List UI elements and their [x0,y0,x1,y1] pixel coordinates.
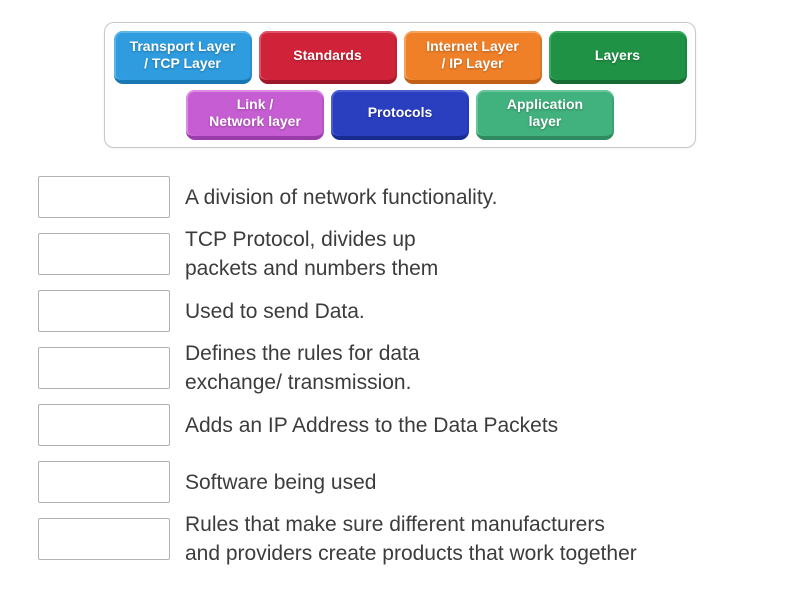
answer-dropzone[interactable] [38,404,170,446]
answer-dropzone[interactable] [38,176,170,218]
definition-text: Adds an IP Address to the Data Packets [185,413,559,437]
tile-link-network-layer[interactable]: Link / Network layer [186,89,324,140]
definition-text: Used to send Data. [185,299,365,323]
word-bank-tray: Transport Layer / TCP Layer Standards In… [104,22,696,148]
tile-standards[interactable]: Standards [258,30,397,84]
match-row: Software being used [38,461,637,503]
match-row: A division of network functionality. [38,176,637,218]
answer-dropzone[interactable] [38,290,170,332]
answer-dropzone[interactable] [38,461,170,503]
word-bank-row-1: Transport Layer / TCP Layer Standards In… [113,30,687,84]
match-row: Rules that make sure different manufactu… [38,513,637,565]
definition-text: Defines the rules for data exchange/ tra… [185,342,420,394]
answer-dropzone[interactable] [38,233,170,275]
answer-dropzone[interactable] [38,518,170,560]
match-row: Defines the rules for data exchange/ tra… [38,342,637,394]
match-row: Adds an IP Address to the Data Packets [38,404,637,446]
match-list: A division of network functionality. TCP… [38,176,637,565]
match-row: Used to send Data. [38,290,637,332]
tile-internet-ip-layer[interactable]: Internet Layer / IP Layer [403,30,542,84]
definition-text: A division of network functionality. [185,185,498,209]
tile-layers[interactable]: Layers [548,30,687,84]
match-row: TCP Protocol, divides up packets and num… [38,228,637,280]
answer-dropzone[interactable] [38,347,170,389]
definition-text: TCP Protocol, divides up packets and num… [185,228,439,280]
tile-application-layer[interactable]: Application layer [476,89,614,140]
definition-text: Rules that make sure different manufactu… [185,513,637,565]
word-bank-row-2: Link / Network layer Protocols Applicati… [186,89,614,140]
definition-text: Software being used [185,470,377,494]
tile-protocols[interactable]: Protocols [331,89,469,140]
tile-transport-tcp-layer[interactable]: Transport Layer / TCP Layer [113,30,252,84]
